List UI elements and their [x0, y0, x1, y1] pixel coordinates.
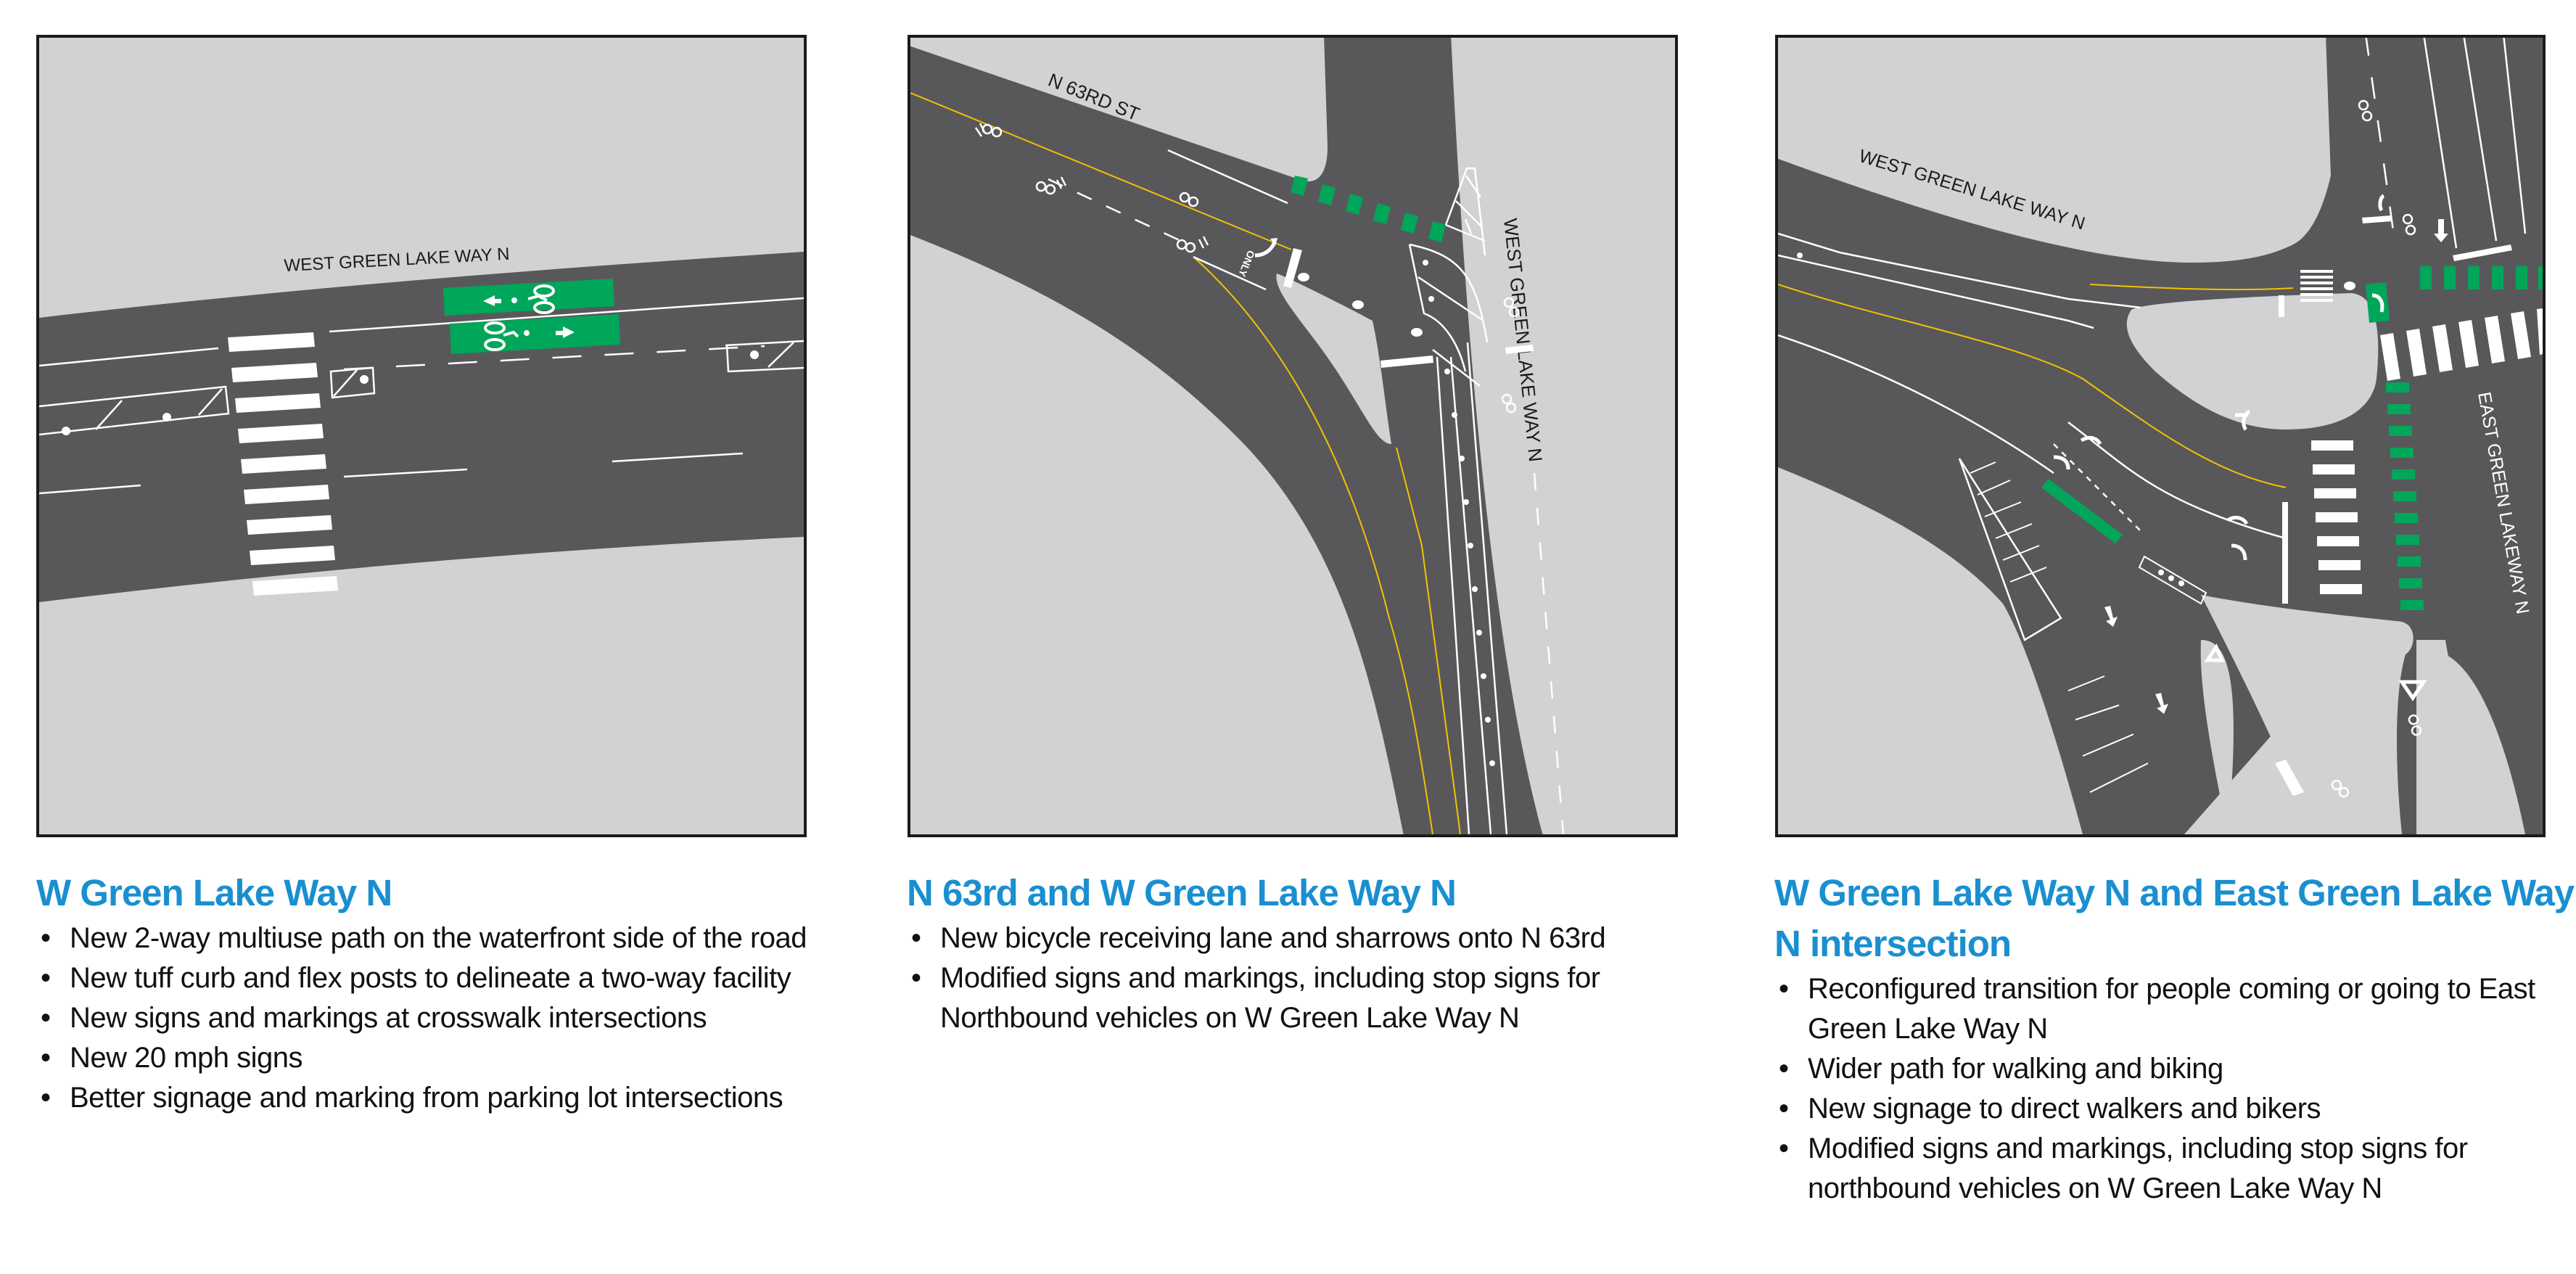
section-title: N 63rd and W Green Lake Way N [907, 872, 1457, 913]
flex-post-buffer [39, 340, 804, 436]
bullet-icon: • [1779, 1053, 1789, 1085]
bullet-icon: • [41, 962, 51, 994]
crosswalk [2275, 270, 2543, 796]
bullet-list: •Reconfigured transition for people comi… [1774, 969, 2576, 1209]
bullet-item: •New bicycle receiving lane and sharrows… [907, 918, 1727, 958]
map-diagram: WEST GREEN LAKE WAY N EAST GREEN LAKEWAY… [1778, 38, 2543, 834]
yield-triangle-icons [2204, 643, 2427, 702]
traffic-island [2445, 654, 2525, 834]
yellow-centerline [910, 92, 1461, 834]
section-title: W Green Lake Way N and East Green Lake W… [1774, 872, 2575, 964]
street-label-west-green-lake-way: WEST GREEN LAKE WAY N [284, 244, 510, 276]
flex-post-dots [1423, 260, 1495, 766]
bullet-icon: • [41, 1002, 51, 1034]
bicycle-icon [484, 321, 519, 351]
arrow-right-icon [556, 326, 575, 338]
island-drops [2344, 281, 2355, 290]
lane-lines [1778, 38, 2527, 641]
bullet-icon: • [1779, 973, 1789, 1005]
stop-bars [2279, 215, 2512, 604]
turn-arrow-icons [2053, 194, 2385, 561]
street-label-west-green-lake-way: WEST GREEN LAKE WAY N [1499, 217, 1547, 462]
bullet-item: •New 2-way multiuse path on the waterfro… [36, 918, 834, 958]
map-diagram: WEST GREEN LAKE WAY N [39, 244, 804, 602]
bullet-icon: • [1779, 1133, 1789, 1164]
bullet-item: •New signs and markings at crosswalk int… [36, 998, 834, 1038]
lane-lines [39, 297, 804, 495]
map-panel-w-green-lake-way: WEST GREEN LAKE WAY N [36, 35, 807, 837]
hatched-buffer [1970, 461, 2149, 793]
map-panel-east-green-lake-way: WEST GREEN LAKE WAY N EAST GREEN LAKEWAY… [1775, 35, 2546, 837]
bullet-icon: • [1779, 1093, 1789, 1125]
green-bike-crossing [1291, 176, 1446, 242]
traffic-island [1276, 274, 1391, 444]
bicycle-icons [2331, 99, 2422, 798]
bullet-item: •Modified signs and markings, including … [907, 958, 1727, 1038]
sharrow-bicycle-icons [974, 123, 1520, 414]
traffic-island [2201, 595, 2414, 834]
flex-post-dots [62, 350, 759, 435]
flex-post-buffer [2138, 555, 2207, 605]
bullet-list: •New bicycle receiving lane and sharrows… [907, 918, 1727, 1038]
bullet-item: •Wider path for walking and biking [1774, 1049, 2576, 1089]
bullet-icon: • [41, 1082, 51, 1114]
caption-n-63rd: N 63rd and W Green Lake Way N •New bicyc… [907, 868, 1727, 1038]
map-diagram: N 63RD ST WEST GREEN LAKE WAY N [910, 38, 1565, 834]
bullet-item: •New tuff curb and flex posts to delinea… [36, 958, 834, 998]
bullet-item: •New signage to direct walkers and biker… [1774, 1089, 2576, 1129]
traffic-island [2200, 640, 2234, 834]
traffic-island [2126, 293, 2379, 430]
map-panel-n-63rd: N 63RD ST WEST GREEN LAKE WAY N [908, 35, 1678, 837]
lane-lines [1048, 149, 1565, 834]
yellow-centerline [1778, 284, 2294, 488]
bullet-icon: • [41, 922, 51, 954]
stop-bars [1283, 248, 1534, 368]
bullet-icon: • [41, 1042, 51, 1074]
bullet-icon: • [911, 962, 921, 994]
flex-post-dots [1797, 252, 2184, 586]
arrow-left-icon [483, 295, 501, 306]
island-drops [1298, 273, 1423, 337]
bullet-item: •Better signage and marking from parking… [36, 1078, 834, 1118]
caption-w-green-lake-way: W Green Lake Way N •New 2-way multiuse p… [36, 868, 834, 1118]
crosswalk [228, 332, 338, 596]
road-surface [910, 38, 1543, 834]
down-arrow-icons [2104, 219, 2448, 714]
hatched-buffer [1408, 167, 1492, 834]
section-title: W Green Lake Way N [36, 872, 392, 913]
bullet-icon: • [911, 922, 921, 954]
bullet-item: •New 20 mph signs [36, 1038, 834, 1078]
bicycle-icon [527, 284, 555, 314]
bike-lane-green-markings [443, 279, 620, 354]
road-surface [39, 252, 804, 602]
bullet-item: •Reconfigured transition for people comi… [1774, 969, 2576, 1049]
bullet-item: •Modified signs and markings, including … [1774, 1129, 2576, 1209]
caption-east-green-lake-way: W Green Lake Way N and East Green Lake W… [1774, 868, 2576, 1209]
bullet-list: •New 2-way multiuse path on the waterfro… [36, 918, 834, 1118]
green-bike-crossing [2041, 266, 2543, 610]
